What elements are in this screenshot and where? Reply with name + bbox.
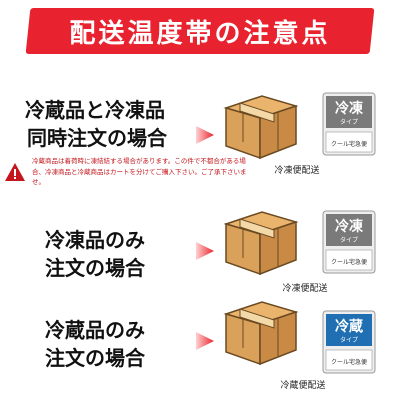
notice-text: 冷蔵商品は着荷時に凍結結する場合があります。この件で不都合がある場合、冷凍商品と… [32, 157, 247, 186]
badge-2-sub: タイプ [339, 237, 358, 244]
badge-3-main: 冷蔵 [335, 319, 363, 335]
section-3-caption: 冷蔵便配送 [280, 381, 326, 391]
section-3-line-2: 注文の場合 [45, 346, 145, 370]
arrow-right-icon [196, 332, 214, 350]
section-2-line-1: 冷凍品のみ [45, 228, 145, 252]
section-3-label: 冷蔵品のみ 注文の場合 [0, 316, 190, 372]
cardboard-box-icon [223, 211, 299, 276]
page-title: 配送温度帯の注意点 [69, 18, 331, 49]
section-1-line-1: 冷蔵品と冷凍品 [25, 98, 165, 122]
cardboard-box-icon [223, 301, 299, 366]
badge-3-footer: クール宅急便 [330, 359, 367, 366]
arrow-right-icon [196, 126, 214, 144]
notice: 冷蔵商品は着荷時に凍結結する場合があります。この件で不都合がある場合、冷凍商品と… [4, 156, 250, 190]
cardboard-box-icon [223, 95, 299, 160]
section-3-line-1: 冷蔵品のみ [45, 318, 145, 342]
chilled-type-badge [322, 310, 376, 374]
section-1-line-2: 同時注文の場合 [27, 126, 167, 150]
section-2-label: 冷凍品のみ 注文の場合 [0, 226, 190, 282]
frozen-type-badge [322, 92, 376, 156]
badge-2-footer: クール宅急便 [330, 259, 367, 266]
warning-icon [5, 163, 25, 181]
arrow-right-icon [196, 242, 214, 260]
badge-1-main: 冷凍 [335, 101, 363, 117]
frozen-type-badge [322, 210, 376, 274]
badge-2-main: 冷凍 [335, 219, 363, 235]
badge-1-sub: タイプ [339, 119, 358, 126]
badge-1-footer: クール宅急便 [330, 141, 367, 148]
section-2-caption: 冷凍便配送 [282, 284, 328, 294]
badge-3-sub: タイプ [339, 337, 358, 344]
section-1-label: 冷蔵品と冷凍品 同時注文の場合 [0, 96, 190, 152]
section-1-caption: 冷凍便配送 [274, 166, 320, 176]
section-2-line-2: 注文の場合 [45, 256, 145, 280]
